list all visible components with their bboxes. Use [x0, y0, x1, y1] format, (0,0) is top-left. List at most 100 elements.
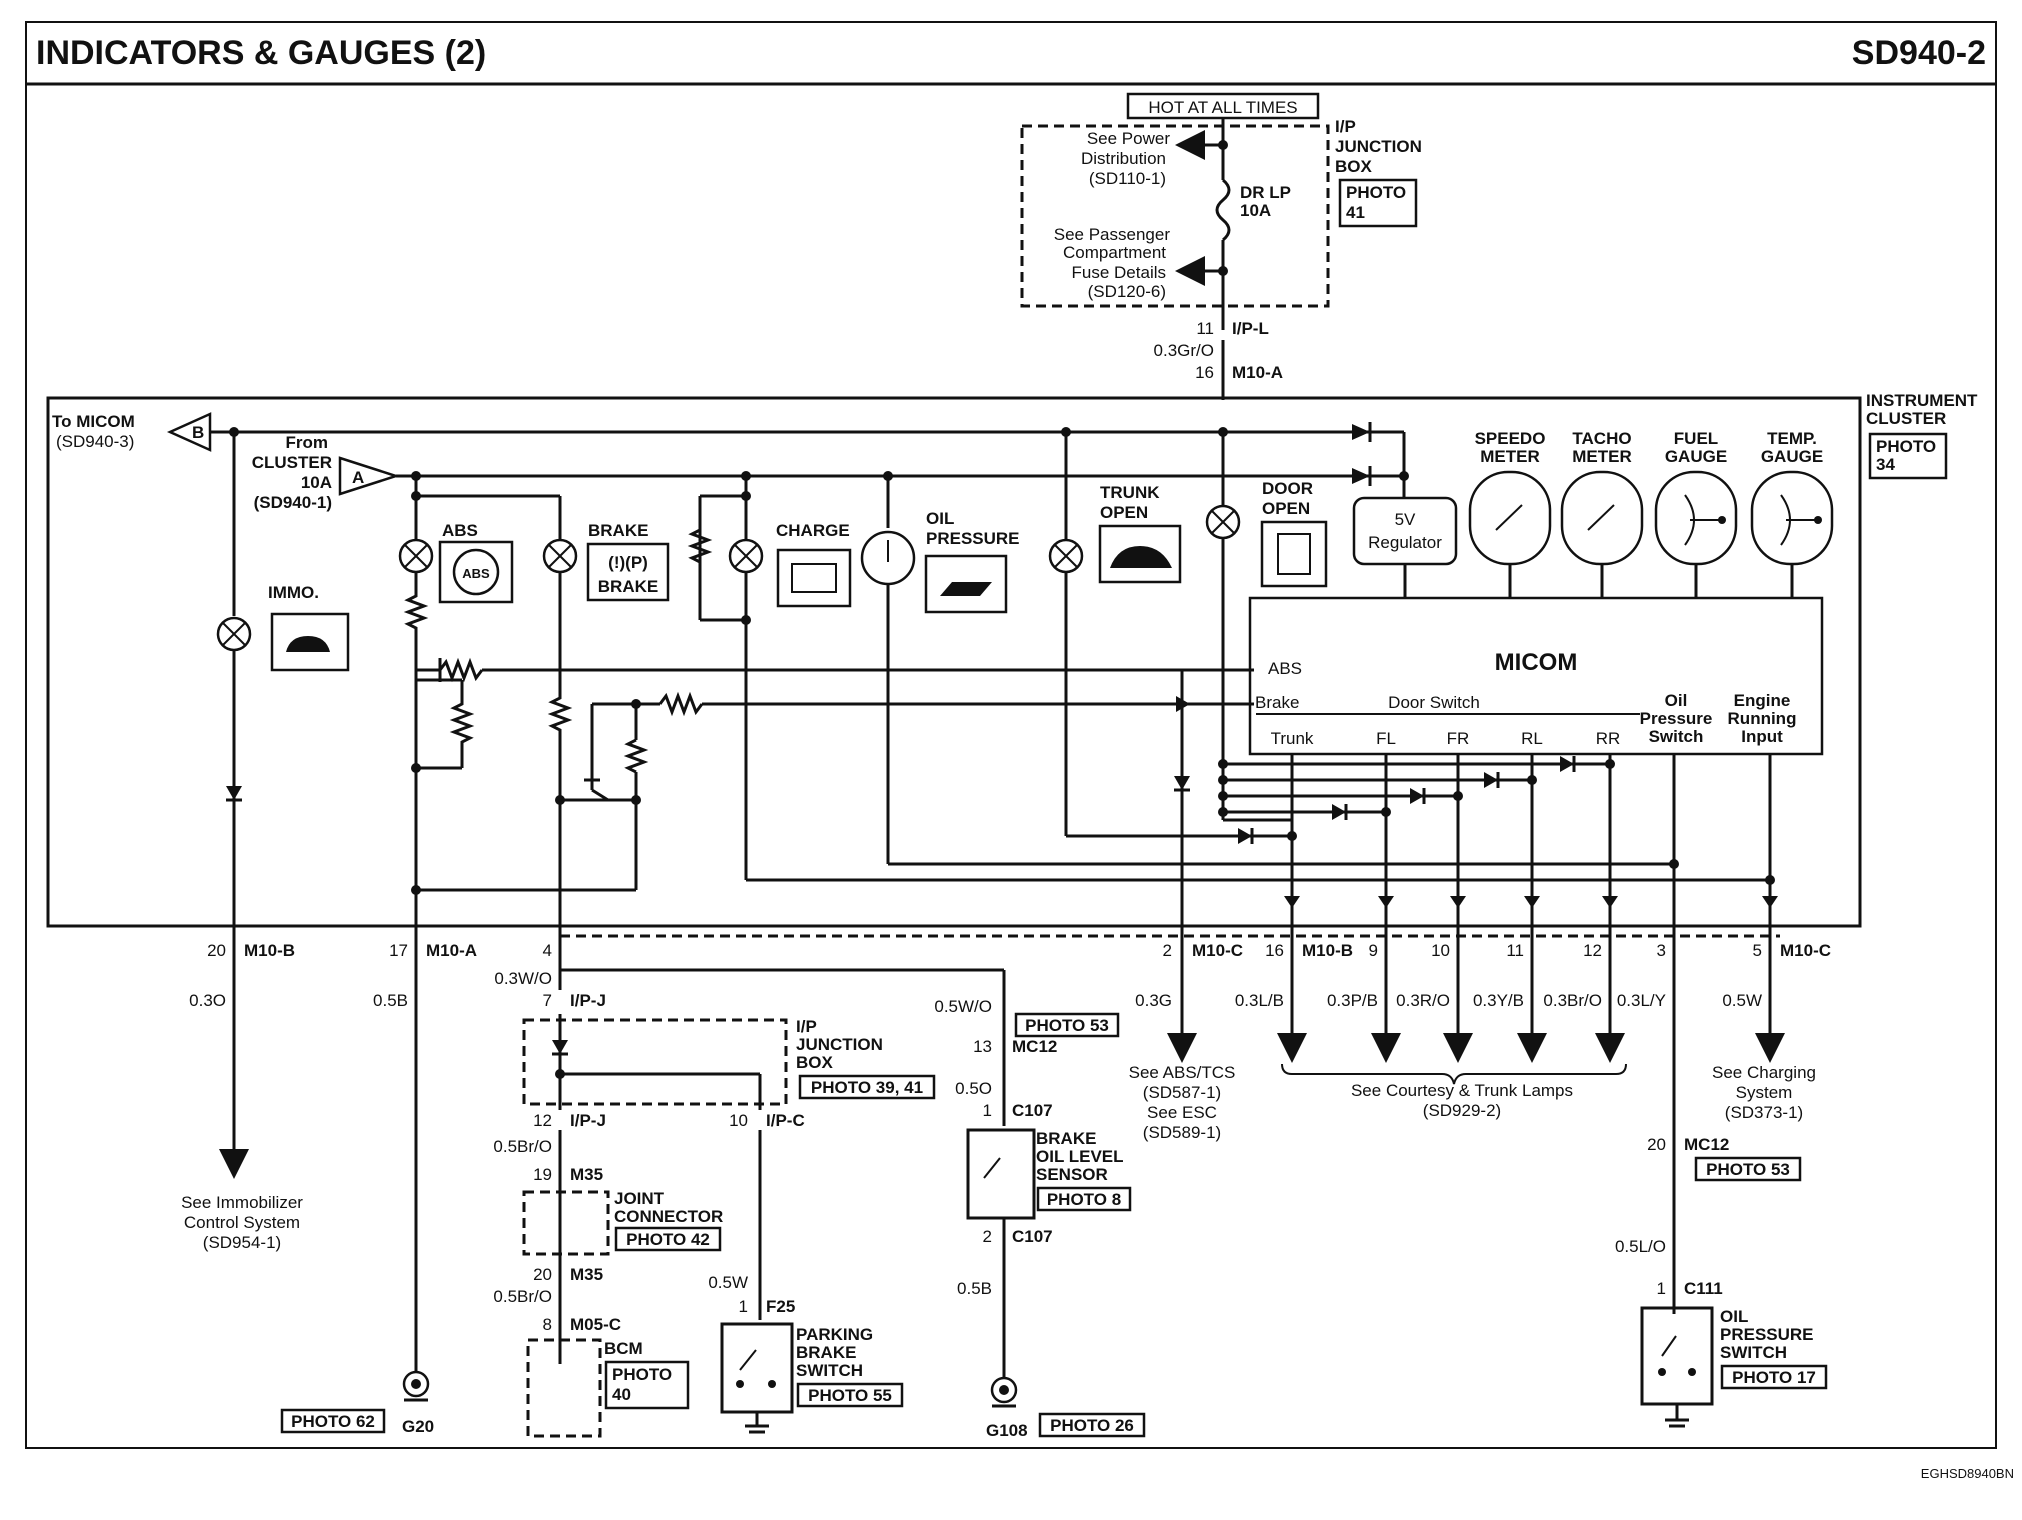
wire-w12: 0.3Br/O — [1543, 991, 1602, 1010]
wire-05o: 0.5O — [955, 1079, 992, 1098]
pin-11: 11 — [1506, 941, 1524, 960]
from-cluster-2: CLUSTER — [252, 453, 332, 472]
brake-icon: (!)(P) — [608, 553, 648, 572]
pin-5: 5 — [1753, 941, 1762, 960]
gauge-speedo: SPEEDO METER — [1468, 429, 1552, 598]
oil-label-2: PRESSURE — [926, 529, 1020, 548]
c111-num: 1 — [1657, 1279, 1666, 1298]
wire-w9: 0.3P/B — [1327, 991, 1378, 1010]
jbox-photo-1: PHOTO — [1346, 183, 1406, 202]
wire-05lo: 0.5L/O — [1615, 1237, 1666, 1256]
pin-2: 2 — [1163, 941, 1172, 960]
door-label-1: DOOR — [1262, 479, 1313, 498]
fuel-label-1: FUEL — [1674, 429, 1718, 448]
bcm-box — [526, 1338, 602, 1438]
pin-3: 3 — [1657, 941, 1666, 960]
fuel-label-2: GAUGE — [1665, 447, 1727, 466]
brake-sub: BRAKE — [598, 577, 658, 596]
ipj7-num: 7 — [543, 991, 552, 1010]
pin-20-conn: M10-B — [244, 941, 295, 960]
oil-switch-1: OIL — [1720, 1307, 1748, 1326]
oil-switch-2: PRESSURE — [1720, 1325, 1814, 1344]
courtesy-brace — [1281, 1063, 1627, 1085]
see-fuse-line2: Compartment — [1063, 243, 1166, 262]
wire-top: 0.3Gr/O — [1154, 341, 1214, 360]
trunk-label-2: OPEN — [1100, 503, 1148, 522]
g20-label: G20 — [402, 1417, 434, 1436]
parking-2: BRAKE — [796, 1343, 856, 1362]
wire-05bro-a: 0.5Br/O — [493, 1137, 552, 1156]
ipc10-num: 10 — [729, 1111, 748, 1130]
brake-oil-2: OIL LEVEL — [1036, 1147, 1124, 1166]
footer-code: EGHSD8940BN — [1921, 1466, 2014, 1481]
mc12-20-num: 20 — [1647, 1135, 1666, 1154]
brake-oil-1: BRAKE — [1036, 1129, 1096, 1148]
brake-oil-sensor-icon — [966, 1128, 1036, 1220]
charge-icon — [776, 548, 852, 608]
c107-2-num: 2 — [983, 1227, 992, 1246]
parking-brake-switch-icon — [720, 1322, 794, 1414]
ipc10: I/P-C — [766, 1111, 805, 1130]
see-courtesy-2: (SD929-2) — [1423, 1101, 1501, 1120]
see-immo-2: Control System — [184, 1213, 300, 1232]
cluster-photo-1: PHOTO — [1876, 437, 1936, 456]
immo-label: IMMO. — [268, 583, 319, 602]
abs-icon: ABS — [462, 566, 490, 581]
fuse-label-1: DR LP — [1240, 183, 1291, 202]
see-power-line2: Distribution — [1081, 149, 1166, 168]
m35-20: M35 — [570, 1265, 603, 1284]
parking-photo: PHOTO 55 — [808, 1386, 892, 1405]
wire-w16: 0.3L/B — [1235, 991, 1284, 1010]
wire-w17: 0.5B — [373, 991, 408, 1010]
conn-b: B — [192, 423, 204, 442]
brake-oil-photo: PHOTO 8 — [1047, 1190, 1121, 1209]
m35-20-num: 20 — [533, 1265, 552, 1284]
bcm-photo-2: 40 — [612, 1385, 631, 1404]
see-abs-3: See ESC — [1147, 1103, 1217, 1122]
cluster-label-1: INSTRUMENT — [1866, 391, 1978, 410]
m05c: M05-C — [570, 1315, 621, 1334]
cluster-photo-2: 34 — [1876, 455, 1895, 474]
mc12-13: MC12 — [1012, 1037, 1057, 1056]
5v-regulator — [1352, 496, 1458, 566]
to-micom-1: To MICOM — [52, 412, 135, 431]
wire-w4: 0.3W/O — [494, 969, 552, 988]
oil-label-1: OIL — [926, 509, 954, 528]
micom-fl: FL — [1376, 729, 1396, 748]
c107-1-num: 1 — [983, 1101, 992, 1120]
pin-16-conn: M10-B — [1302, 941, 1353, 960]
micom-trunk: Trunk — [1271, 729, 1314, 748]
brake-label: BRAKE — [588, 521, 648, 540]
joint-2: CONNECTOR — [614, 1207, 723, 1226]
pin-4: 4 — [543, 941, 552, 960]
conn-a: A — [352, 468, 364, 487]
fuse-label-2: 10A — [1240, 201, 1271, 220]
jbox-photo-2: 41 — [1346, 203, 1365, 222]
pin-17: 17 — [389, 941, 408, 960]
oil-switch-3: SWITCH — [1720, 1343, 1787, 1362]
wire-w11: 0.3Y/B — [1473, 991, 1524, 1010]
charge-label: CHARGE — [776, 521, 850, 540]
from-cluster-4: (SD940-1) — [254, 493, 332, 512]
micom-brake: Brake — [1255, 693, 1299, 712]
c107-2: C107 — [1012, 1227, 1053, 1246]
m35-19: M35 — [570, 1165, 603, 1184]
joint-photo: PHOTO 42 — [626, 1230, 710, 1249]
micom-rr: RR — [1596, 729, 1621, 748]
pin-12: 12 — [1583, 941, 1602, 960]
abs-label: ABS — [442, 521, 478, 540]
fuse-symbol — [1215, 178, 1231, 242]
micom-box — [1248, 596, 1824, 756]
pin-9: 9 — [1369, 941, 1378, 960]
gauge-tacho: TACHO METER — [1560, 429, 1644, 598]
jbox-label-1: I/P — [1335, 117, 1356, 136]
g20-photo: PHOTO 62 — [291, 1412, 375, 1431]
g108-photo: PHOTO 26 — [1050, 1416, 1134, 1435]
door-label-2: OPEN — [1262, 499, 1310, 518]
regulator-label-1: 5V — [1395, 510, 1416, 529]
diagram-title: INDICATORS & GAUGES (2) — [36, 34, 486, 72]
see-power-line1: See Power — [1087, 129, 1170, 148]
jbox2-3: BOX — [796, 1053, 834, 1072]
cluster-label-2: CLUSTER — [1866, 409, 1946, 428]
